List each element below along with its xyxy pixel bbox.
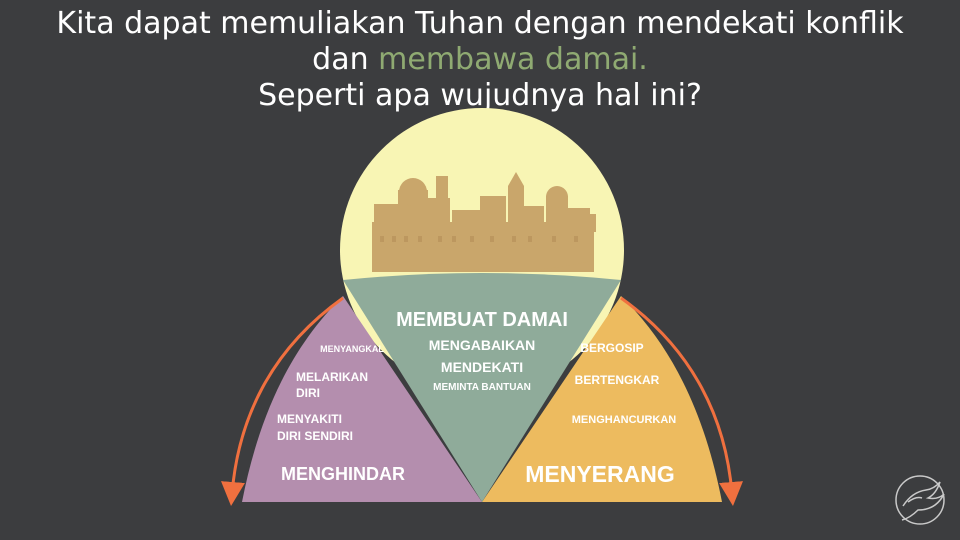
title-line-1: Kita dapat memuliakan Tuhan dengan mende… xyxy=(56,6,904,41)
title-line-2-accent: membawa damai. xyxy=(378,42,648,77)
attack-item-destroy: MENGHANCURKAN xyxy=(572,414,677,426)
escape-item-selfharm-line1: MENYAKITI xyxy=(277,412,342,426)
escape-item-selfharm-line2: DIRI SENDIRI xyxy=(277,429,353,443)
title-line-2-prefix: dan xyxy=(312,42,379,77)
escape-region xyxy=(242,296,482,502)
escape-item-flee-line2: DIRI xyxy=(296,386,320,400)
attack-item-gossip: BERGOSIP xyxy=(580,341,643,355)
city-windows xyxy=(380,236,578,242)
peace-heading: MEMBUAT DAMAI xyxy=(396,309,568,331)
escape-item-flee-line1: MELARIKAN xyxy=(296,370,368,384)
dove-logo-icon xyxy=(895,475,945,525)
attack-region xyxy=(482,296,722,502)
escape-heading: MENGHINDAR xyxy=(281,464,405,484)
city-skyline-icon xyxy=(372,172,596,272)
title-line-3: Seperti apa wujudnya hal ini? xyxy=(258,78,702,113)
attack-item-quarrel: BERTENGKAR xyxy=(575,373,660,387)
attack-heading: MENYERANG xyxy=(525,461,675,487)
peace-item-1: MENGABAIKAN xyxy=(429,337,536,353)
peace-item-3: MEMINTA BANTUAN xyxy=(433,382,531,393)
title-line-2: dan membawa damai. xyxy=(0,42,960,78)
slide-title: Kita dapat memuliakan Tuhan dengan mende… xyxy=(0,6,960,114)
right-arrow xyxy=(620,296,743,506)
peace-item-2: MENDEKATI xyxy=(441,359,523,375)
left-arrow xyxy=(221,296,344,506)
peace-region xyxy=(343,273,621,502)
escape-item-denial: MENYANGKAL xyxy=(320,344,384,354)
